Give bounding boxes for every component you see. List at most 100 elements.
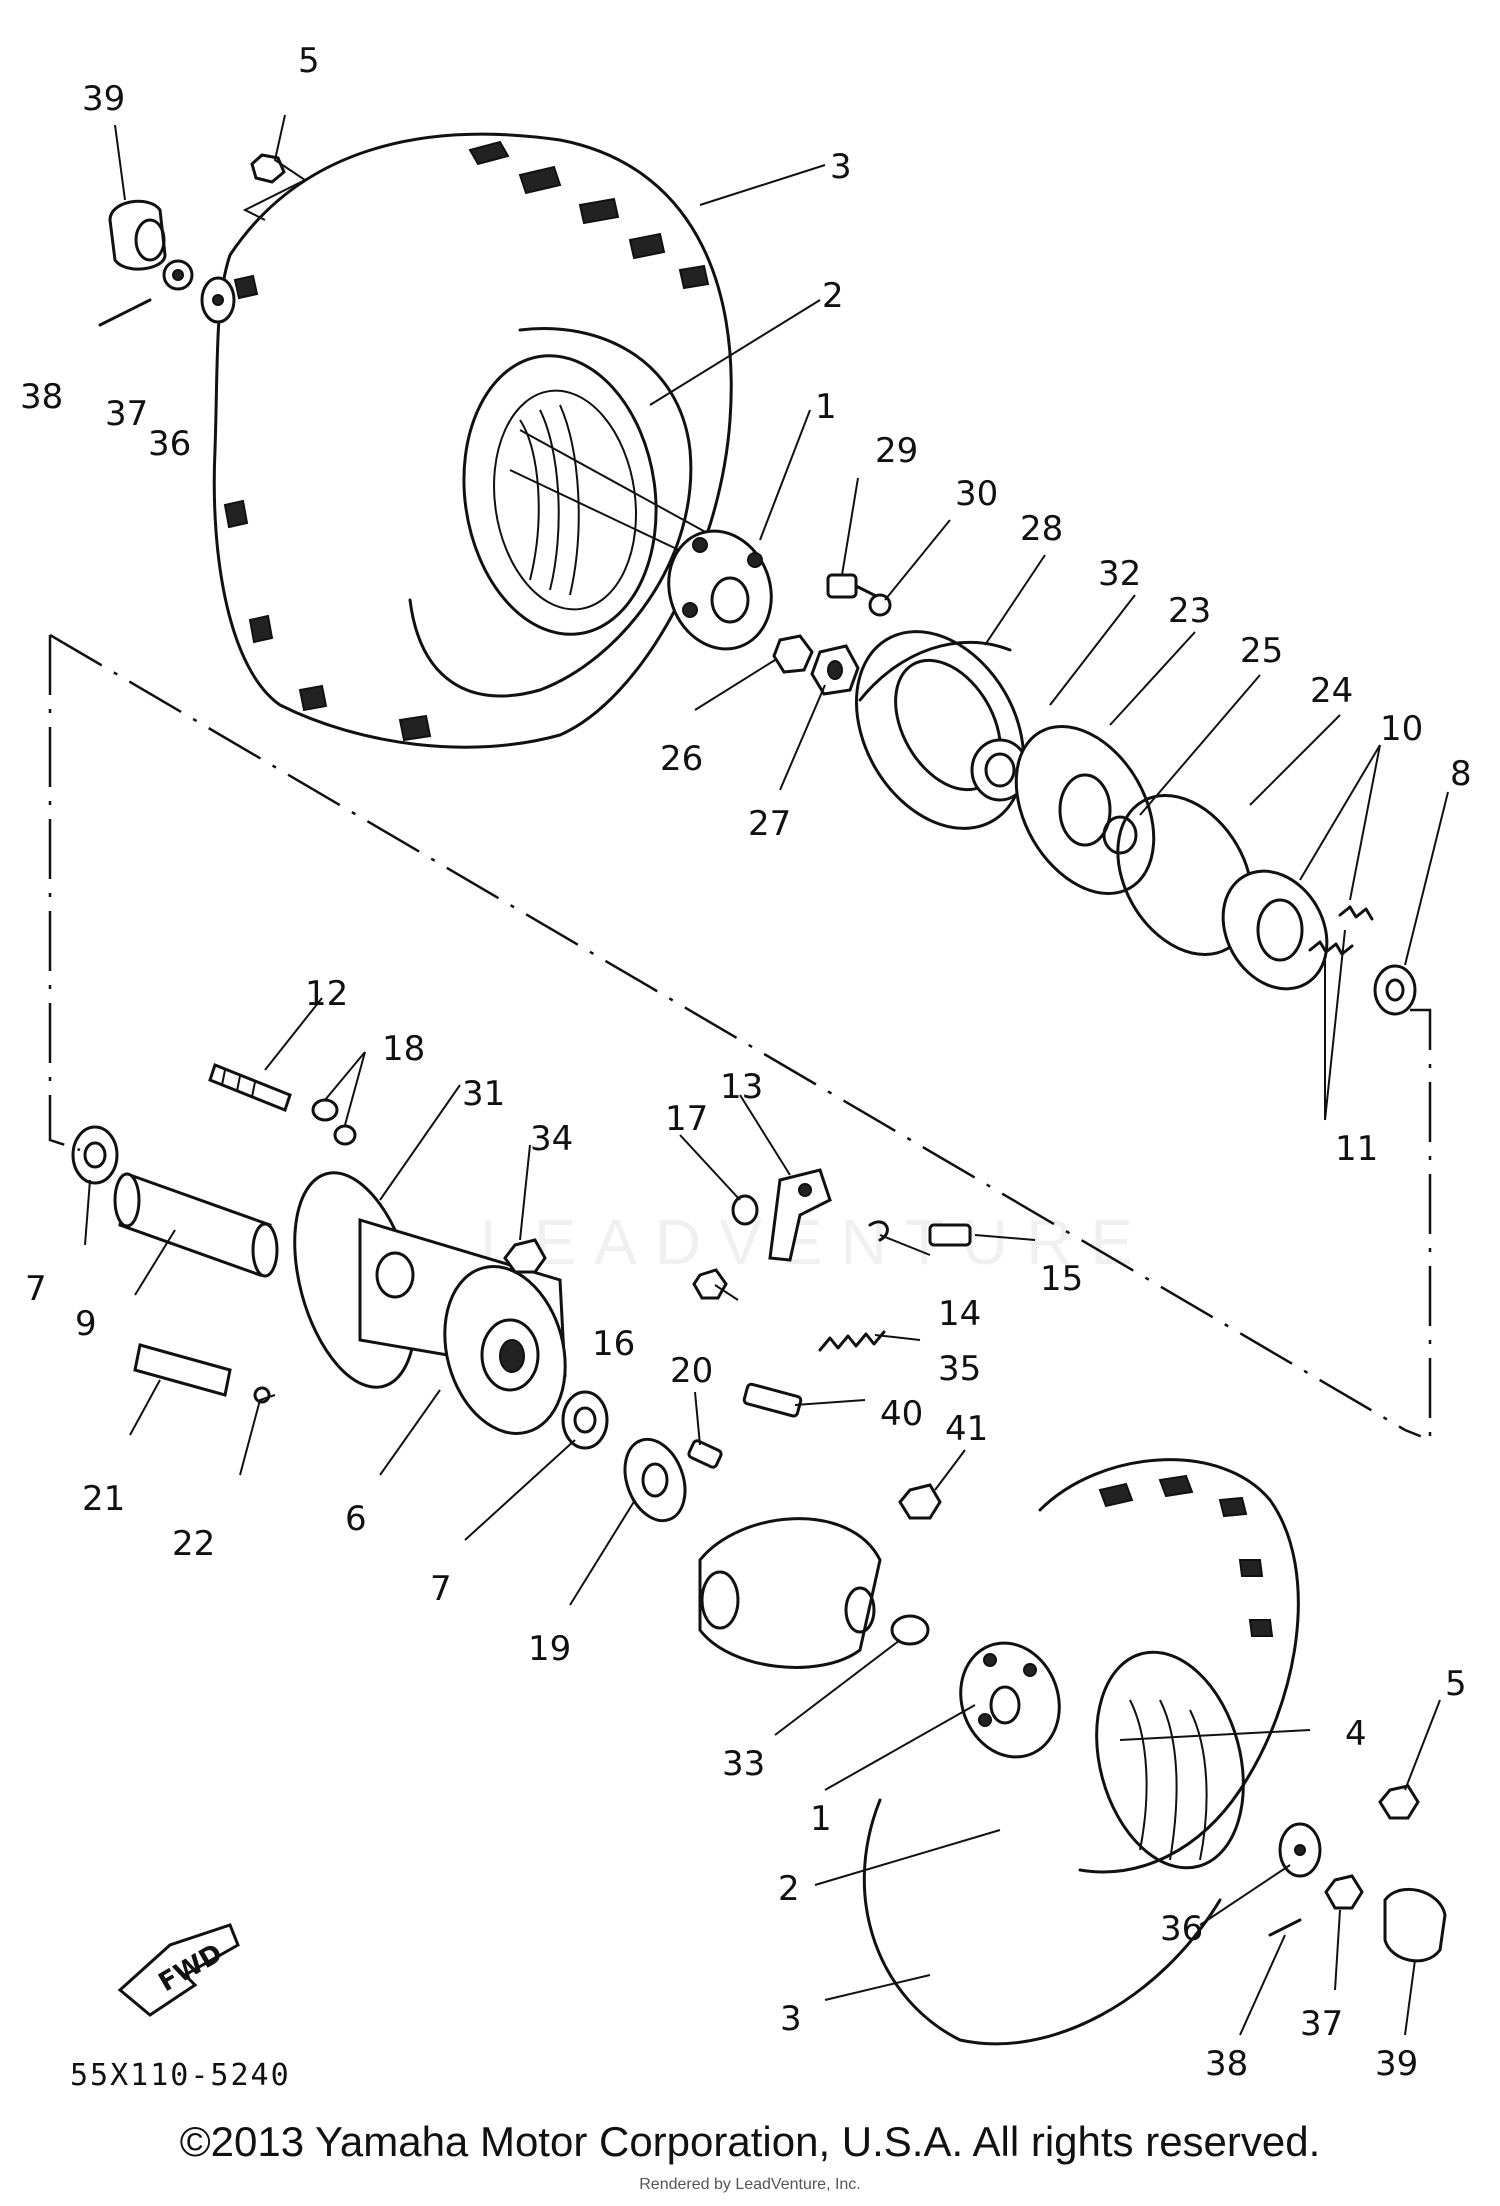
callout-4: 4 xyxy=(1345,1714,1367,1754)
plate-19 xyxy=(623,1437,687,1523)
bolt-15 xyxy=(928,1223,972,1247)
bolt-34 xyxy=(503,1238,547,1274)
callout-13: 13 xyxy=(720,1067,763,1107)
lug-nut-27 xyxy=(810,644,860,696)
callout-14: 14 xyxy=(938,1294,981,1334)
callout-18: 18 xyxy=(382,1029,425,1069)
leader-lines xyxy=(84,114,1449,2036)
bottom-rim xyxy=(1095,1650,1245,1870)
callout-15: 15 xyxy=(1040,1259,1083,1299)
callout-16: 16 xyxy=(592,1324,635,1364)
stud-bolt-12 xyxy=(208,1063,292,1112)
bottom-wheel-hub xyxy=(959,1641,1061,1759)
sprocket-hub-6 xyxy=(443,1265,567,1435)
callout-39-bottom: 39 xyxy=(1375,2044,1418,2084)
callout-1: 1 xyxy=(815,387,837,427)
callout-8: 8 xyxy=(1450,754,1472,794)
bearing-7-right xyxy=(561,1390,609,1450)
callout-25: 25 xyxy=(1240,631,1283,671)
callout-23: 23 xyxy=(1168,591,1211,631)
callout-39: 39 xyxy=(82,79,125,119)
cotter-pin-top xyxy=(98,298,152,327)
top-tire xyxy=(212,132,733,749)
spacer-tube-9 xyxy=(113,1172,279,1278)
callout-3: 3 xyxy=(830,147,852,187)
bottom-hub-cap-39 xyxy=(1383,1887,1447,1963)
callout-12: 12 xyxy=(305,974,348,1014)
copyright-notice: ©2013 Yamaha Motor Corporation, U.S.A. A… xyxy=(179,2118,1321,2165)
callout-2-bottom: 2 xyxy=(778,1869,800,1909)
callout-29: 29 xyxy=(875,431,918,471)
callout-28: 28 xyxy=(1020,509,1063,549)
bottom-nut-5 xyxy=(1378,1784,1420,1820)
callout-31: 31 xyxy=(462,1074,505,1114)
callout-19: 19 xyxy=(528,1629,571,1669)
bolt-20 xyxy=(687,1439,723,1469)
callout-3-bottom: 3 xyxy=(780,1999,802,2039)
spring-35 xyxy=(818,1330,886,1352)
bottom-washer-36 xyxy=(1278,1822,1322,1878)
callout-38: 38 xyxy=(20,377,63,417)
bolt-29 xyxy=(826,573,882,600)
callout-36: 36 xyxy=(148,424,191,464)
callout-35: 35 xyxy=(938,1349,981,1389)
callout-11: 11 xyxy=(1335,1129,1378,1169)
bolt-40 xyxy=(742,1382,803,1418)
callout-2: 2 xyxy=(822,276,844,316)
nut-41 xyxy=(898,1483,942,1520)
fwd-arrow xyxy=(117,1923,240,2017)
castle-nut-top xyxy=(162,259,194,291)
bottom-cotter-pin-38 xyxy=(1268,1918,1302,1937)
assembly-lines xyxy=(48,633,1432,1442)
callout-33: 33 xyxy=(722,1744,765,1784)
callout-32: 32 xyxy=(1098,554,1141,594)
callout-7-right: 7 xyxy=(430,1569,452,1609)
o-ring-25 xyxy=(1102,815,1138,855)
collar-21 xyxy=(133,1343,232,1397)
callout-41: 41 xyxy=(945,1409,988,1449)
rendered-by-credit: Rendered by LeadVenture, Inc. xyxy=(639,2176,861,2193)
callout-21: 21 xyxy=(82,1479,125,1519)
callout-34: 34 xyxy=(530,1119,573,1159)
callout-40: 40 xyxy=(880,1394,923,1434)
callout-10: 10 xyxy=(1380,709,1423,749)
callout-36-bottom: 36 xyxy=(1160,1909,1203,1949)
hub-cap-top xyxy=(108,199,167,271)
callout-20: 20 xyxy=(670,1351,713,1391)
bearing-7-left xyxy=(71,1125,119,1185)
caliper-assembly xyxy=(698,1517,882,1669)
clip-22 xyxy=(253,1386,271,1404)
callout-17: 17 xyxy=(665,1099,708,1139)
callout-37: 37 xyxy=(105,394,148,434)
washer-17 xyxy=(731,1194,759,1226)
nut-16 xyxy=(692,1268,728,1300)
springs-11 xyxy=(1308,905,1374,956)
washer-33 xyxy=(890,1614,930,1646)
top-wheel-hub xyxy=(667,529,773,651)
pin-14 xyxy=(868,1220,889,1242)
callout-38-bottom: 38 xyxy=(1205,2044,1248,2084)
callout-1-bottom: 1 xyxy=(810,1799,832,1839)
callout-37-bottom: 37 xyxy=(1300,2004,1343,2044)
nut-top xyxy=(250,153,286,184)
callout-26: 26 xyxy=(660,739,703,779)
top-rim xyxy=(462,354,721,636)
o-ring-24 xyxy=(1116,794,1254,956)
washers-18 xyxy=(311,1098,357,1146)
callout-7-left: 7 xyxy=(25,1269,47,1309)
brake-arm-13 xyxy=(768,1168,832,1262)
callout-5-bottom: 5 xyxy=(1445,1664,1467,1704)
callout-24: 24 xyxy=(1310,671,1353,711)
diagram-part-code: 55X110-5240 xyxy=(70,2058,291,2093)
lug-nut-26 xyxy=(772,634,814,674)
callout-27: 27 xyxy=(748,804,791,844)
seal-8 xyxy=(1373,964,1417,1016)
callout-9: 9 xyxy=(75,1304,97,1344)
brake-shoes-10 xyxy=(1221,869,1329,991)
bottom-tire xyxy=(862,1458,1300,2046)
callout-5: 5 xyxy=(298,41,320,81)
bottom-castle-nut-37 xyxy=(1324,1874,1364,1910)
callout-22: 22 xyxy=(172,1524,215,1564)
callout-6: 6 xyxy=(345,1499,367,1539)
